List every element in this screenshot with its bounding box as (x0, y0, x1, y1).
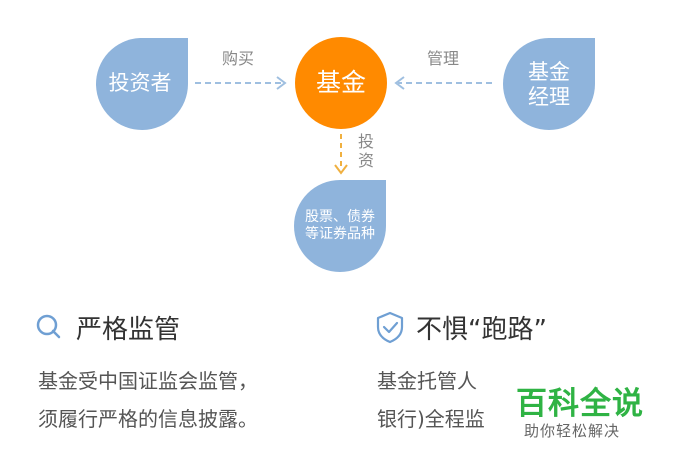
assets-node (294, 180, 386, 272)
invest-label-char2: 资 (358, 151, 375, 171)
fund-node (295, 37, 387, 129)
safe-description-clip: 基金托管人 银行)全程监 (377, 362, 497, 442)
invest-arrow-head (334, 164, 348, 175)
regulated-line1: 基金受中国证监会监管， (38, 369, 258, 393)
invest-label-char1: 投 (358, 132, 375, 151)
buy-arrow-head (276, 76, 287, 90)
invest-label: 投 资 (358, 132, 374, 170)
manager-label: 基金 经理 (503, 54, 595, 116)
regulated-line2: 须履行严格的信息披露。 (38, 407, 258, 431)
watermark-brand: 百科全说 (516, 386, 644, 422)
shield-check-icon (376, 311, 404, 344)
manager-node (503, 38, 595, 130)
search-icon (36, 314, 61, 339)
investor-text: 投资者 (108, 71, 172, 96)
safe-title: 不惧“跑路” (416, 315, 547, 345)
safe-description: 基金托管人 银行)全程监 (377, 362, 485, 438)
fund-label: 基金 (295, 60, 387, 106)
assets-label: 股票、债券 等证券品种 (294, 204, 386, 248)
assets-text-line1: 股票、债券 (305, 209, 375, 226)
safe-line1: 基金托管人 (377, 369, 477, 393)
buy-label: 购买 (222, 49, 255, 68)
manage-arrow-head (394, 76, 405, 90)
fund-text: 基金 (315, 68, 366, 97)
manager-text-line2: 经理 (528, 85, 570, 109)
regulated-description: 基金受中国证监会监管， 须履行严格的信息披露。 (38, 362, 258, 438)
regulated-title: 严格监管 (76, 315, 181, 345)
manager-text-line1: 基金 (528, 59, 570, 84)
investor-node (96, 38, 188, 130)
investor-label: 投资者 (94, 62, 186, 106)
watermark-tagline: 助你轻松解决 (524, 422, 621, 440)
manage-label: 管理 (427, 49, 460, 68)
safe-line2: 银行)全程监 (377, 407, 485, 431)
assets-text-line2: 等证券品种 (305, 226, 375, 242)
